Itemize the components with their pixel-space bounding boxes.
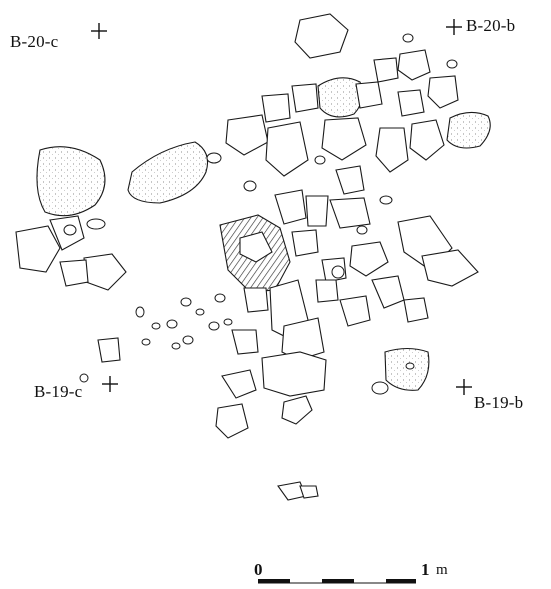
large-stone [384,347,430,391]
large-stone [127,141,209,204]
scale-bar [258,579,416,584]
stone [291,229,319,257]
pebble [195,308,205,316]
stone [427,75,459,109]
stone [281,395,313,425]
grid-cross-b20c [91,23,107,39]
stone [291,83,319,113]
pebble [243,180,257,192]
pebble [214,293,226,303]
pebble [356,225,368,235]
pebble [223,318,233,326]
stone [335,165,365,195]
pebble [182,335,194,345]
stone [373,57,399,83]
stone [371,275,405,309]
pebble [141,338,151,346]
stone [265,121,309,177]
pebble [135,306,145,318]
stone [274,189,307,225]
pebble [151,322,161,330]
pebble [402,33,414,43]
pebble [171,342,181,350]
large-stones [36,77,491,391]
grid-cross-b19c [102,376,118,392]
stone [299,485,319,499]
stone [321,117,367,161]
stone [329,197,371,229]
pebble [446,59,458,69]
stone [315,279,339,303]
small-pebbles [63,33,458,395]
pebble [379,195,393,205]
stone [261,93,291,123]
stone [403,297,429,323]
stone [397,49,431,81]
stone [97,337,121,363]
stone [261,351,327,397]
pebble [331,265,345,279]
pebble [86,218,106,230]
pebble [314,155,326,165]
medium-stones [15,13,479,501]
grid-label-b20c: B-20-c [10,32,59,51]
stone [349,241,389,277]
stone [397,89,425,117]
grid-cross-b20b [446,19,462,35]
stone [231,329,259,355]
grid-cross-b19b [456,379,472,395]
large-stone [36,146,106,217]
stone [294,13,349,59]
stone [421,249,479,287]
stone [243,287,269,313]
stone [409,119,445,161]
stone [15,225,61,273]
grid-label-b19b: B-19-b [474,393,524,412]
stone [59,259,89,287]
stone [375,127,409,173]
scale-end-label: 1 [421,560,430,579]
stone [355,81,383,109]
hatched-stone-cluster [219,214,291,293]
scale-unit-label: m [436,562,448,578]
pebble [79,373,89,383]
pebble [166,319,178,329]
stone [339,295,371,327]
stone [305,195,329,227]
large-stone [446,111,491,149]
stone [225,114,269,156]
pebble [371,381,389,395]
stone [221,369,257,399]
pebble [405,362,415,370]
pebble [180,297,192,307]
pebble [208,321,220,331]
grid-label-b19c: B-19-c [34,382,83,401]
grid-label-b20b: B-20-b [466,16,516,35]
pebble [63,224,77,236]
pebble [206,152,222,164]
scale-start-label: 0 [254,560,263,579]
stone [215,403,249,439]
stone [83,253,127,291]
